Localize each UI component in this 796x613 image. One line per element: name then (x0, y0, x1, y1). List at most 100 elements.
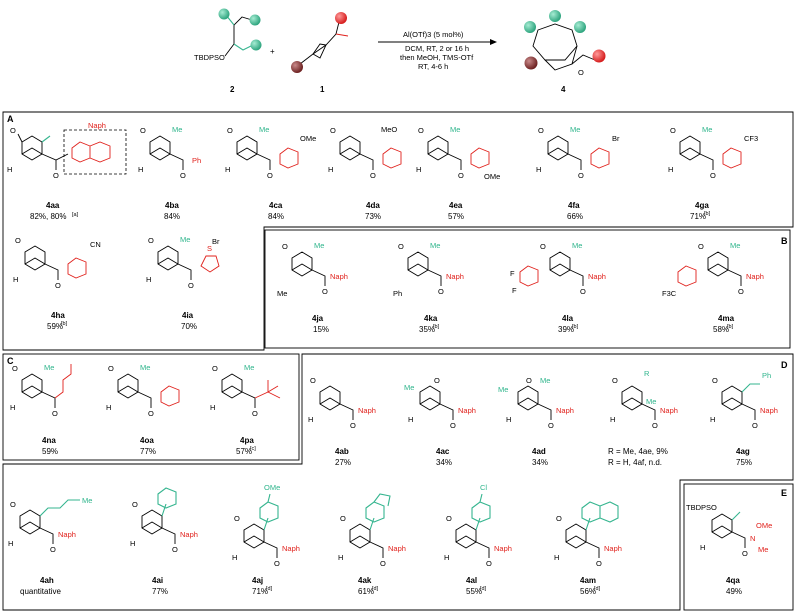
condition-catalyst: Al(OTf)3 (5 mol%) (403, 30, 464, 39)
yield: 84% (268, 212, 284, 221)
carbonyl-o: O (148, 409, 154, 418)
methyl-label: Me (259, 125, 269, 134)
red-ball (592, 49, 606, 63)
naph-label: Naph (588, 272, 606, 281)
ketone-o: O (446, 514, 452, 523)
naph-label: Naph (446, 272, 464, 281)
bridgehead-h: H (8, 539, 13, 548)
section-d-letter: D (781, 360, 788, 370)
footnote: [a] (72, 212, 79, 218)
yield: 59% (42, 447, 58, 456)
yield: 71% (690, 212, 706, 221)
yield: 61% (358, 587, 374, 596)
ketone-o: O (108, 364, 114, 373)
phenyl-sub-label: Ph (393, 289, 402, 298)
compound-id: 4ad (532, 447, 546, 456)
footnote: [b] (61, 321, 68, 327)
ome-label: OMe (300, 134, 316, 143)
teal-ball (574, 21, 586, 33)
naph-label: Naph (760, 406, 778, 415)
cf3-label: F3C (662, 289, 677, 298)
compound-id: 4la (562, 314, 574, 323)
naph-label: Naph (358, 406, 376, 415)
methyl-label: Me (540, 376, 550, 385)
ome-label: OMe (264, 483, 280, 492)
carbonyl-o: O (578, 68, 584, 77)
reagent-2-label: 2 (230, 85, 235, 94)
section-e-letter: E (781, 488, 787, 498)
r-label: R (644, 369, 650, 378)
compound-4fa: O Me O Br H 4fa 66% (536, 125, 620, 221)
carbonyl-o: O (742, 549, 748, 558)
methyl-label: Me (450, 125, 460, 134)
yield: 77% (140, 447, 156, 456)
naph-label: Naph (494, 544, 512, 553)
compound-4qa: TBDPSO O N OMe Me H 4qa 49% (686, 503, 772, 596)
bridgehead-h: H (13, 275, 18, 284)
ketone-o: O (234, 514, 240, 523)
yield: 55% (466, 587, 482, 596)
methyl-label: Me (180, 235, 190, 244)
naph-label: Naph (330, 272, 348, 281)
ketone-o: O (10, 126, 16, 135)
cn-label: CN (90, 240, 101, 249)
ketone-o: O (282, 242, 288, 251)
carbonyl-o: O (548, 421, 554, 430)
carbonyl-o: O (55, 281, 61, 290)
compound-4ca: O Me O OMe H 4ca 84% (225, 125, 316, 221)
carbonyl-o: O (486, 559, 492, 568)
compound-id: 4na (42, 436, 56, 445)
bridgehead-h: H (308, 415, 313, 424)
compound-id: 4al (466, 576, 477, 585)
ketone-o: O (212, 364, 218, 373)
methyl-label: Me (404, 383, 414, 392)
carbonyl-o: O (267, 171, 273, 180)
section-b-letter: B (781, 236, 788, 246)
footnote: [c] (250, 446, 256, 452)
yield: 49% (726, 587, 742, 596)
compound-4ab: O O Naph H 4ab 27% (308, 376, 376, 467)
panel-e-box (683, 483, 794, 611)
compound-4ma: O Me O Naph F3C 4ma 58% [b] (662, 241, 764, 334)
carbonyl-o: O (752, 421, 758, 430)
compound-4ia: O Me O S Br H 4ia 70% (146, 235, 220, 331)
ketone-o: O (540, 242, 546, 251)
naph-label: Naph (746, 272, 764, 281)
methyl-label: Me (314, 241, 324, 250)
bridgehead-h: H (338, 553, 343, 562)
footnote: [d] (594, 586, 601, 592)
ketone-o: O (340, 514, 346, 523)
carbonyl-o: O (252, 409, 258, 418)
ketone-o: O (10, 500, 16, 509)
methyl-label: Me (702, 125, 712, 134)
bridgehead-h: H (408, 415, 413, 424)
compound-4na: O Me O H 4na 59% (10, 363, 72, 456)
ketone-o: O (310, 376, 316, 385)
compound-id: 4ha (51, 311, 65, 320)
maroon-ball (524, 56, 538, 70)
maroon-ball (291, 61, 303, 73)
compound-id: 4am (580, 576, 596, 585)
carbonyl-o: O (380, 559, 386, 568)
bridgehead-h: H (232, 553, 237, 562)
compound-id: 4ah (40, 576, 54, 585)
compound-4ka: O Me O Naph Ph 4ka 35% [b] (393, 241, 464, 334)
carbonyl-o: O (458, 171, 464, 180)
naph-label: Naph (604, 544, 622, 553)
carbonyl-o: O (596, 559, 602, 568)
compound-4oa: O Me O H 4oa 77% (106, 363, 180, 456)
yield: 66% (567, 212, 583, 221)
bridgehead-h: H (710, 415, 715, 424)
tbdpso-label: TBDPSO (686, 503, 717, 512)
ome-label: OMe (756, 521, 772, 530)
reagent-1-label: 1 (320, 85, 325, 94)
carbonyl-o: O (580, 287, 586, 296)
panel-a-box (2, 111, 794, 351)
ketone-o: O (148, 236, 154, 245)
panel-b-box (264, 229, 791, 349)
compound-4ae: O R Me O Naph H R = Me, 4ae, 9% R = H, 4… (608, 369, 678, 467)
amide-n: N (750, 534, 755, 543)
reagent-2: TBDPSO 2 (194, 8, 262, 94)
naph-label: Naph (660, 406, 678, 415)
footnote: [b] (704, 211, 711, 217)
